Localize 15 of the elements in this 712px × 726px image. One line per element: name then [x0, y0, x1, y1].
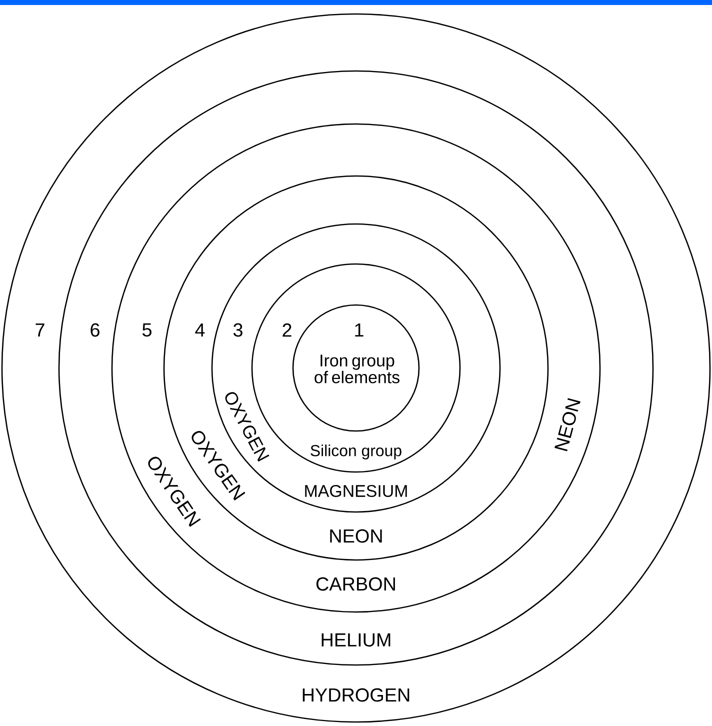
ring-number: 7: [36, 324, 44, 336]
ring-number: 6: [90, 323, 100, 337]
element-label: Iron group of elements: [314, 354, 400, 384]
element-label: NEON: [330, 529, 382, 543]
ring-number: 3: [233, 323, 242, 337]
ring-number: 1: [355, 324, 364, 336]
element-label: CARBON: [316, 577, 395, 591]
element-label: NEON: [554, 398, 580, 452]
element-label: HELIUM: [322, 633, 390, 647]
ring-number: 5: [142, 323, 152, 337]
element-label: Silicon group: [310, 444, 402, 460]
element-label: MAGNESIUM: [305, 485, 407, 497]
element-label: HYDROGEN: [302, 688, 410, 702]
ring-number: 2: [282, 323, 292, 337]
ring-number: 4: [195, 324, 205, 336]
